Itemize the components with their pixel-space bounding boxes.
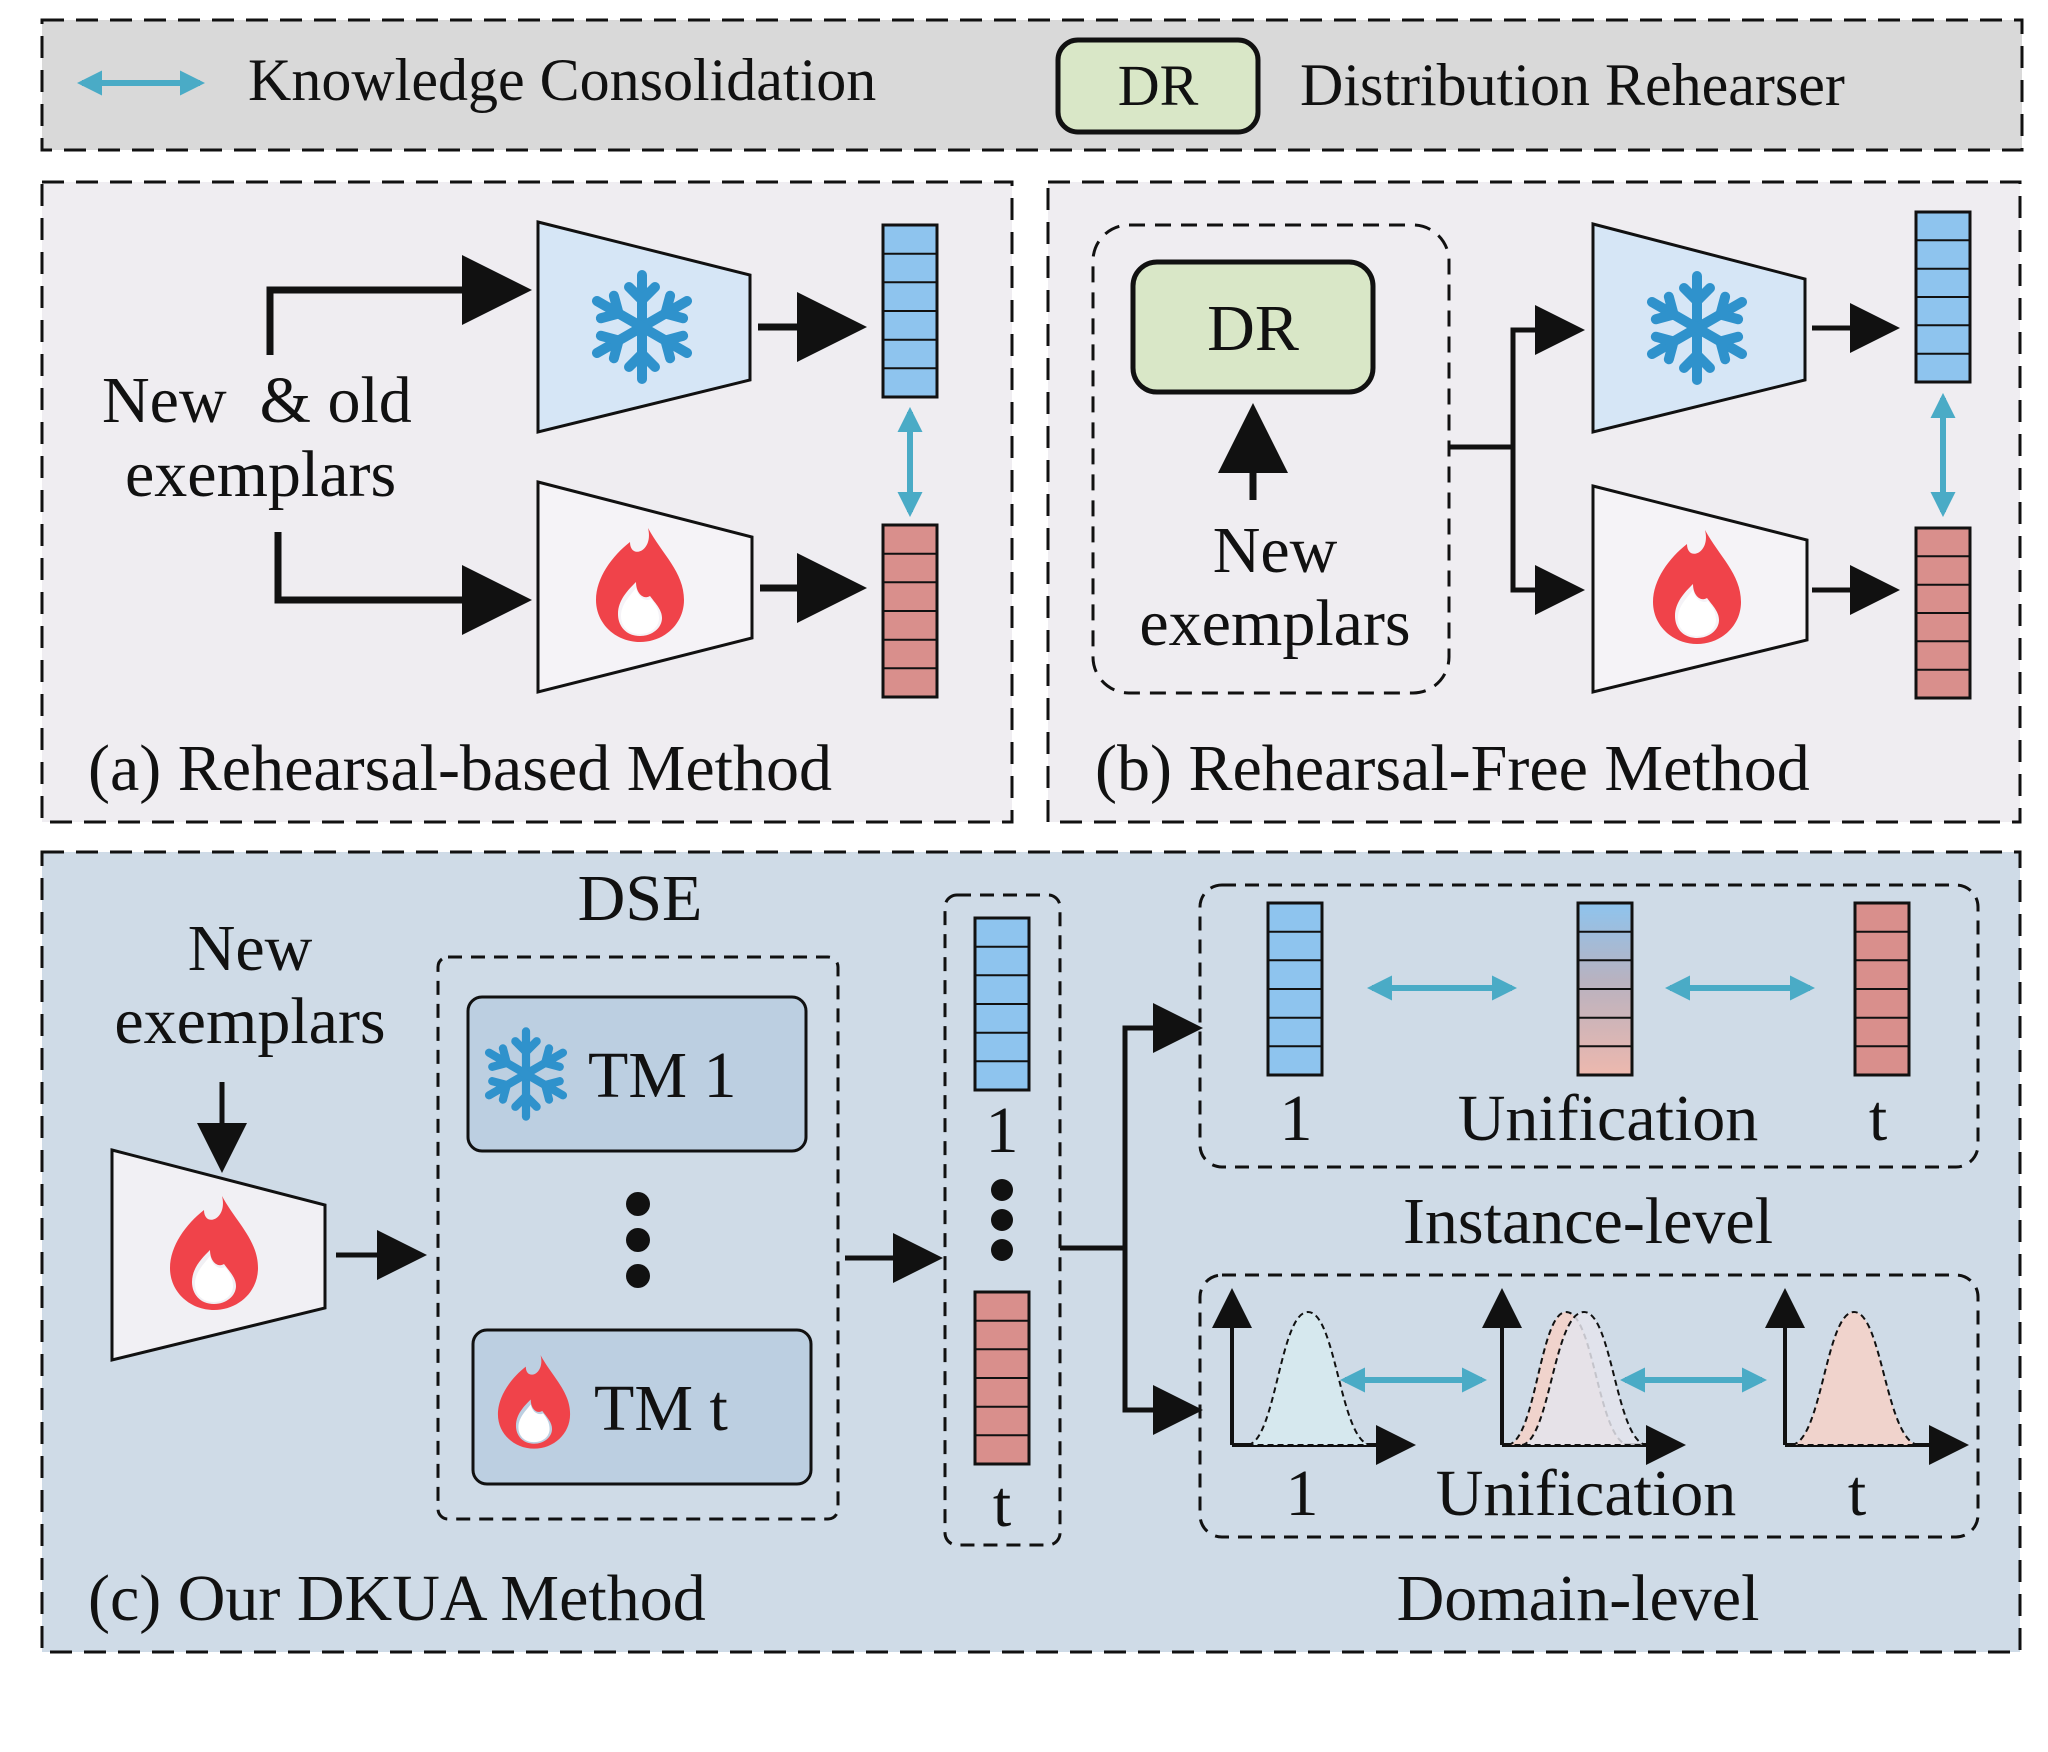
panel-c: New exemplars DSE TM 1 TM t 1	[40, 850, 2022, 1654]
panel-c-arrow-to-domain	[1122, 1248, 1203, 1435]
panel-c-instance-unification-label: Unification	[1458, 1082, 1759, 1155]
panel-c-feature-stack-box	[943, 893, 1062, 1547]
panel-c-arrow-to-instance	[1122, 1003, 1203, 1248]
panel-c-dse-ellipsis-dot	[626, 1192, 650, 1216]
panel-c-feature-last-vector	[973, 1290, 1031, 1466]
legend-consolidation-label: Knowledge Consolidation	[248, 47, 876, 113]
panel-c-feature-ellipsis-dot	[991, 1209, 1013, 1231]
panel-c-tm-first-box	[466, 995, 808, 1153]
panel-c-dse-title: DSE	[578, 862, 703, 935]
panel-c-dse-ellipsis-dot	[626, 1228, 650, 1252]
panel-c-domain-title: Domain-level	[1397, 1562, 1760, 1635]
panel-c-instance-last-label: t	[1869, 1082, 1887, 1155]
panel-b-input-line1: New	[1213, 514, 1338, 587]
panel-b-trainable-vector	[1914, 526, 1972, 700]
legend-dr-label: Distribution Rehearser	[1300, 52, 1845, 118]
panel-b-caption: (b) Rehearsal-Free Method	[1095, 732, 1810, 805]
panel-c-domain-last-label: t	[1848, 1457, 1866, 1530]
panel-b-dr-box	[1130, 259, 1376, 395]
panel-c-instance-first-label: 1	[1280, 1082, 1313, 1155]
panel-b-frozen-vector	[1914, 210, 1972, 384]
panel-c-input-line1: New	[188, 912, 313, 985]
panel-a-frozen-vector	[881, 223, 939, 399]
panel-b-arrow-to-frozen	[1510, 305, 1585, 447]
panel-c-dse-box	[436, 955, 840, 1521]
panel-c-feature-first-label: 1	[986, 1094, 1019, 1167]
panel-c-feature-last-label: t	[993, 1468, 1011, 1541]
panel-c-instance-box	[1198, 883, 1980, 1169]
panel-c-instance-title: Instance-level	[1403, 1185, 1773, 1258]
panel-b-input-line2: exemplars	[1139, 587, 1410, 660]
panel-c-dse-ellipsis-dot	[626, 1264, 650, 1288]
panel-a-trainable-vector	[881, 523, 939, 699]
panel-a-arrow-to-frozen	[266, 255, 532, 355]
panel-c-feature-first-vector	[973, 916, 1031, 1092]
panel-b-dr-group	[1091, 223, 1451, 695]
panel-b: DR New exemplars (b) Reh	[1046, 180, 2022, 824]
panel-c-tm-first-label: TM 1	[588, 1039, 737, 1112]
panel-a-caption: (a) Rehearsal-based Method	[88, 732, 832, 805]
panel-c-instance-last-vector	[1853, 901, 1911, 1077]
panel-c-feature-ellipsis-dot	[991, 1239, 1013, 1261]
panel-b-arrow-to-trainable	[1510, 447, 1585, 615]
panel-a-input-line2: exemplars	[125, 438, 396, 511]
panel-c-domain-unified-plot	[1482, 1288, 1686, 1465]
panel-a: New & old exemplars (a) Rehearsal-bas	[40, 180, 1014, 824]
panel-c-input-line2: exemplars	[114, 985, 385, 1058]
legend-dr-box-label: DR	[1118, 53, 1199, 118]
panel-c-feature-ellipsis-dot	[991, 1179, 1013, 1201]
panel-a-input-line1: New & old	[102, 364, 412, 437]
panel-a-arrow-to-trainable	[274, 532, 532, 635]
panel-c-instance-first-vector	[1266, 901, 1324, 1077]
panel-c-domain-first-plot	[1212, 1288, 1416, 1465]
legend-dr-box	[1055, 37, 1261, 135]
panel-c-domain-box	[1198, 1273, 1980, 1539]
panel-b-dr-box-label: DR	[1207, 292, 1299, 365]
panel-c-tm-last-box	[471, 1328, 813, 1486]
panel-c-tm-last-label: TM t	[594, 1372, 728, 1445]
panel-c-domain-first-label: 1	[1286, 1457, 1319, 1530]
panel-c-domain-unification-label: Unification	[1436, 1457, 1737, 1530]
panel-c-domain-last-plot	[1765, 1288, 1969, 1465]
panel-c-caption: (c) Our DKUA Method	[88, 1562, 706, 1635]
panel-c-instance-unified-vector	[1576, 901, 1634, 1077]
legend-box: Knowledge Consolidation DR Distribution …	[40, 18, 2024, 152]
